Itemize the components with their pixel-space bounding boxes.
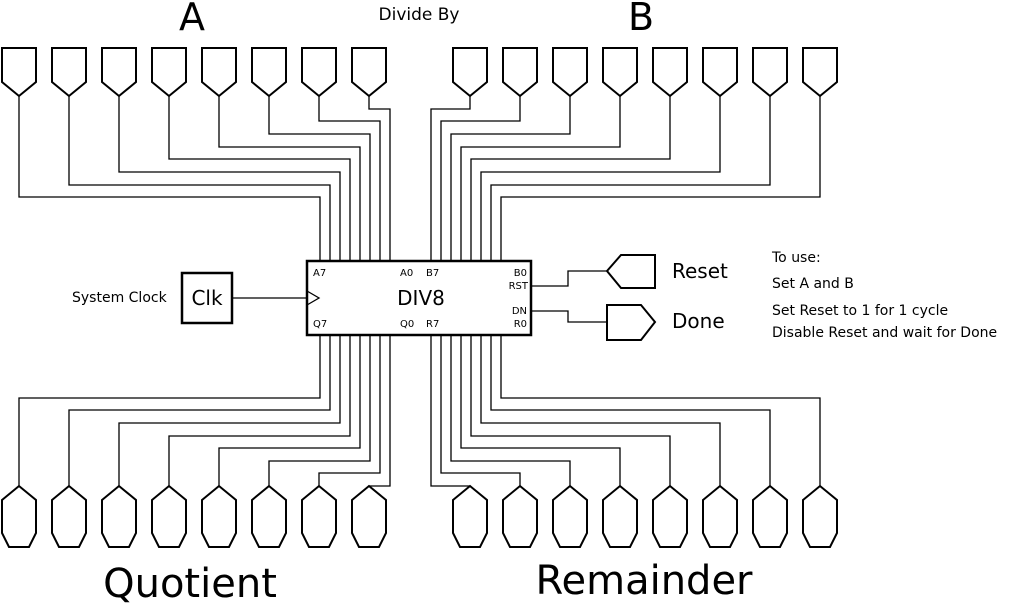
- wire-b7: [430, 96, 471, 261]
- wire-a1: [318, 96, 381, 261]
- instructions: To use: Set A and B Set Reset to 1 for 1…: [771, 250, 997, 341]
- pin-label-b0: B0: [514, 268, 527, 279]
- io-pins: [1, 47, 838, 548]
- wire-q3: [218, 335, 361, 500]
- input-pin-b4[interactable]: [602, 47, 638, 98]
- wire-b3: [470, 96, 671, 261]
- output-pin-q1[interactable]: [301, 484, 337, 548]
- divide-by-label: Divide By: [379, 5, 460, 25]
- quotient-label: Quotient: [103, 561, 277, 604]
- chip-body: [305, 259, 533, 337]
- output-pin-q2[interactable]: [251, 484, 287, 548]
- output-pin-r0[interactable]: [802, 484, 838, 548]
- pin-label-a0: A0: [400, 268, 413, 279]
- pin-label-a7: A7: [313, 268, 326, 279]
- reset-label: Reset: [672, 259, 728, 283]
- wire-b2: [480, 96, 721, 261]
- clk-label: Clk: [191, 286, 223, 310]
- input-pin-a2[interactable]: [251, 47, 287, 98]
- input-pin-a6[interactable]: [51, 47, 87, 98]
- input-pin-a0[interactable]: [351, 47, 387, 98]
- wire-a2: [268, 96, 371, 261]
- output-pin-q7[interactable]: [1, 484, 37, 548]
- pin-label-q7: Q7: [313, 319, 327, 330]
- wire-reset: [531, 270, 607, 287]
- done-pin[interactable]: [606, 304, 657, 341]
- input-pin-b5[interactable]: [552, 47, 588, 98]
- wire-q6: [68, 335, 331, 500]
- input-pin-a5[interactable]: [101, 47, 137, 98]
- instructions-step-3: Disable Reset and wait for Done: [772, 325, 997, 341]
- clk-box[interactable]: [180, 271, 234, 325]
- wire-q5: [118, 335, 341, 500]
- wire-b5: [450, 96, 571, 261]
- output-pin-q4[interactable]: [151, 484, 187, 548]
- reset-pin[interactable]: [605, 254, 656, 289]
- wire-q7: [18, 335, 321, 500]
- wire-b0: [500, 96, 821, 261]
- pin-label-r0: R0: [514, 319, 527, 330]
- output-pin-r7[interactable]: [452, 484, 488, 548]
- div8-chip: DIV8 A7 A0 B7 B0 RST Q7 Q0 R7 DN R0: [305, 259, 533, 337]
- wire-a6: [68, 96, 331, 261]
- wire-r3: [470, 335, 671, 500]
- input-a-label: A: [179, 0, 205, 39]
- wire-b4: [460, 96, 621, 261]
- input-pin-b6[interactable]: [502, 47, 538, 98]
- chip-name: DIV8: [397, 286, 445, 310]
- output-pin-r6[interactable]: [502, 484, 538, 548]
- wire-done: [531, 310, 607, 323]
- wire-b1: [490, 96, 771, 261]
- wire-r5: [450, 335, 571, 500]
- wire-b6: [440, 96, 521, 261]
- input-b-label: B: [628, 0, 654, 39]
- input-pin-b3[interactable]: [652, 47, 688, 98]
- pin-label-dn: DN: [512, 306, 527, 317]
- output-pin-q0[interactable]: [351, 484, 387, 548]
- clock-input-marker: [306, 290, 321, 306]
- output-pin-r1[interactable]: [752, 484, 788, 548]
- input-pin-a7[interactable]: [1, 47, 37, 98]
- output-pin-r2[interactable]: [702, 484, 738, 548]
- input-pin-b0[interactable]: [802, 47, 838, 98]
- wire-r0: [500, 335, 821, 500]
- output-pin-q5[interactable]: [101, 484, 137, 548]
- output-pin-r3[interactable]: [652, 484, 688, 548]
- input-pin-a3[interactable]: [201, 47, 237, 98]
- remainder-label: Remainder: [536, 558, 754, 604]
- instructions-heading: To use:: [771, 250, 821, 266]
- wire-r2: [480, 335, 721, 500]
- output-pin-r5[interactable]: [552, 484, 588, 548]
- input-pin-b1[interactable]: [752, 47, 788, 98]
- output-pin-q3[interactable]: [201, 484, 237, 548]
- output-pin-q6[interactable]: [51, 484, 87, 548]
- wire-q4: [168, 335, 351, 500]
- wire-r1: [490, 335, 771, 500]
- output-pin-r4[interactable]: [602, 484, 638, 548]
- clock-component[interactable]: Clk: [180, 271, 234, 325]
- input-pin-a1[interactable]: [301, 47, 337, 98]
- input-pin-b2[interactable]: [702, 47, 738, 98]
- pin-label-rst: RST: [509, 281, 529, 292]
- wire-a4: [168, 96, 351, 261]
- instructions-step-2: Set Reset to 1 for 1 cycle: [772, 303, 948, 319]
- wire-q2: [268, 335, 371, 500]
- wire-a7: [18, 96, 321, 261]
- input-pin-a4[interactable]: [151, 47, 187, 98]
- wire-a0: [368, 96, 391, 261]
- done-label: Done: [672, 309, 725, 333]
- pin-label-r7: R7: [426, 319, 439, 330]
- input-pin-b7[interactable]: [452, 47, 488, 98]
- system-clock-label: System Clock: [72, 290, 168, 306]
- pin-label-b7: B7: [426, 268, 439, 279]
- pin-label-q0: Q0: [400, 319, 414, 330]
- wire-a5: [118, 96, 341, 261]
- instructions-step-1: Set A and B: [772, 276, 854, 292]
- wire-a3: [218, 96, 361, 261]
- wire-r4: [460, 335, 621, 500]
